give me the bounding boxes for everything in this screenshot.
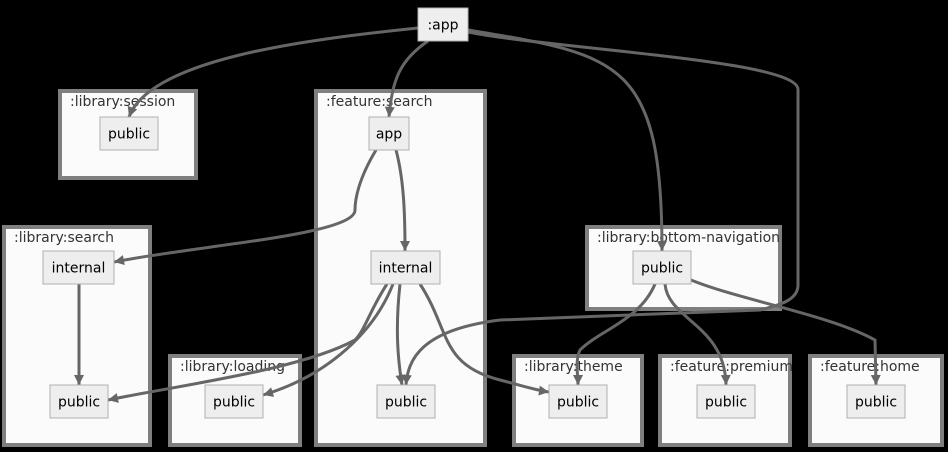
- cluster-library-session: :library:session: [58, 89, 198, 180]
- node-label: public: [855, 395, 897, 411]
- cluster-label: :feature:premium: [670, 359, 793, 375]
- node-box: [548, 384, 608, 419]
- cluster-label: :feature:home: [820, 359, 920, 375]
- edge-fs_app-to-ls_internal: [113, 149, 378, 265]
- edge-app_root-to-session_public: [127, 26, 419, 118]
- node-feature-home-public[interactable]: public: [846, 384, 906, 419]
- node-feature-search-app[interactable]: app: [368, 116, 410, 151]
- node-library-session-public[interactable]: public: [99, 116, 159, 151]
- edge-fs_app-to-fs_internal: [394, 149, 410, 252]
- cluster-label: :library:loading: [180, 359, 285, 375]
- edge-line: [127, 26, 419, 118]
- node-label: public: [213, 395, 255, 411]
- edges-layer: [74, 26, 881, 403]
- arrowhead: [74, 375, 84, 385]
- node-box: [846, 384, 906, 419]
- edge-line: [418, 283, 550, 394]
- edge-line: [113, 149, 378, 264]
- edge-fs_internal-to-fs_public: [395, 283, 406, 386]
- edge-app_root-to-fs_app: [384, 39, 429, 118]
- node-label: internal: [52, 261, 106, 277]
- arrowhead: [400, 241, 410, 251]
- node-label: :app: [427, 18, 458, 34]
- node-library-loading-public[interactable]: public: [204, 384, 264, 419]
- edge-fs_internal-to-lo_public: [262, 283, 395, 397]
- node-feature-premium-public[interactable]: public: [696, 384, 756, 419]
- arrowhead: [108, 393, 119, 403]
- arrowhead: [538, 385, 549, 396]
- edge-fs_internal-to-th_public: [418, 283, 550, 396]
- edge-line: [107, 283, 389, 402]
- node-box: [49, 384, 109, 419]
- arrowhead: [720, 374, 731, 385]
- edge-bn_public-to-ho_public: [690, 278, 881, 386]
- cluster-label: :feature:search: [326, 94, 432, 110]
- edge-line: [467, 28, 664, 252]
- node-box: [99, 116, 159, 151]
- edge-line: [575, 283, 657, 386]
- edge-fs_internal-to-ls_public: [107, 283, 389, 403]
- node-library-theme-public[interactable]: public: [548, 384, 608, 419]
- cluster-label: :library:bottom-navigation: [597, 230, 780, 246]
- cluster-label: :library:theme: [524, 359, 623, 375]
- edge-line: [262, 283, 395, 397]
- arrowhead: [263, 387, 275, 397]
- edge-line: [690, 278, 878, 386]
- node-box: [696, 384, 756, 419]
- node-feature-search-public[interactable]: public: [376, 384, 436, 419]
- edge-bn_public-to-th_public: [573, 283, 657, 386]
- edge-ls_internal-to-ls_public: [74, 284, 84, 385]
- node-label: app: [376, 127, 402, 143]
- arrowhead: [395, 374, 406, 385]
- node-box: [42, 250, 115, 285]
- edge-line: [394, 149, 407, 252]
- arrowhead: [114, 255, 125, 265]
- edge-bn_public-to-pr_public: [663, 283, 731, 386]
- node-box: [204, 384, 264, 419]
- node-feature-search-internal[interactable]: internal: [370, 250, 441, 285]
- node-library-search-internal[interactable]: internal: [42, 250, 115, 285]
- node-box: [368, 116, 410, 151]
- node-box: [376, 384, 436, 419]
- arrowhead: [573, 375, 583, 385]
- node-library-bottom-navigation-public[interactable]: public: [632, 250, 692, 285]
- node-label: public: [385, 395, 427, 411]
- node-label: public: [108, 127, 150, 143]
- arrowhead: [870, 374, 881, 385]
- cluster-label: :library:session: [70, 94, 175, 110]
- node-box: [370, 250, 441, 285]
- node-label: public: [557, 395, 599, 411]
- edge-line: [663, 283, 728, 386]
- edge-line: [387, 39, 429, 118]
- node-library-search-public[interactable]: public: [49, 384, 109, 419]
- node-app-root[interactable]: :app: [417, 7, 469, 42]
- edge-line: [404, 30, 800, 386]
- arrowhead: [657, 241, 667, 251]
- arrowhead: [384, 106, 395, 117]
- edge-app_root-to-bn_public: [467, 28, 667, 252]
- arrowhead: [127, 105, 138, 117]
- node-label: public: [705, 395, 747, 411]
- cluster-label: :library:search: [14, 230, 114, 246]
- node-box: [632, 250, 692, 285]
- nodes-layer: :app public app internal public internal publi…: [42, 7, 906, 419]
- node-box: [417, 7, 469, 42]
- node-label: public: [58, 395, 100, 411]
- node-label: internal: [379, 261, 433, 277]
- node-label: public: [641, 261, 683, 277]
